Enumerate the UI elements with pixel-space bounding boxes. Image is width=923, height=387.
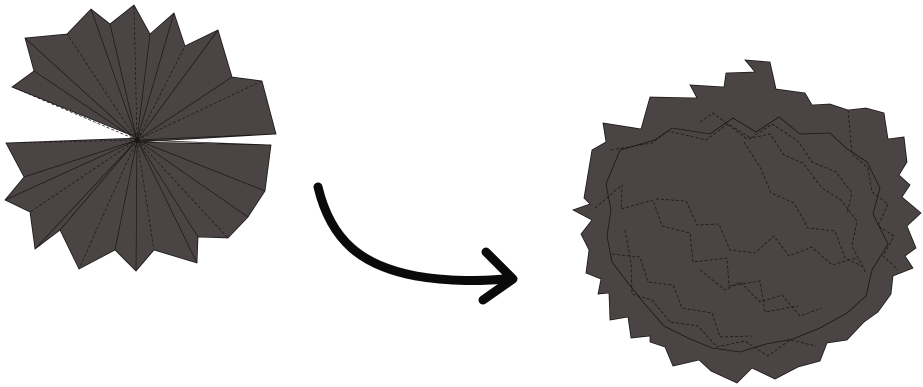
overlapping-zigzag-star <box>573 60 921 383</box>
arrow-shaft <box>318 187 504 281</box>
pleated-fan-star <box>5 5 276 271</box>
curved-arrow-right-icon <box>318 187 513 300</box>
